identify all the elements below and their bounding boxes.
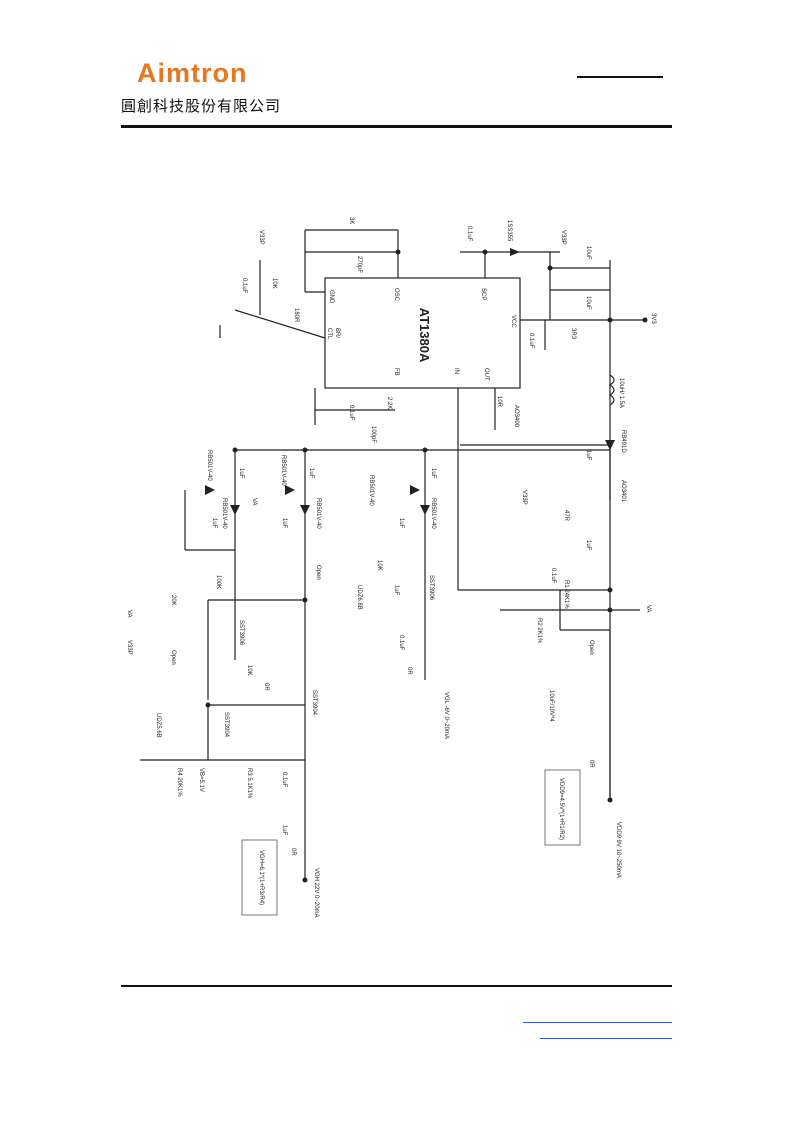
label-va-c: VA bbox=[645, 605, 651, 613]
label-r100k: 100K bbox=[215, 575, 221, 589]
label-rbd-d: RB501V-40 bbox=[315, 498, 321, 529]
label-rbd-b: RB501V-40 bbox=[221, 498, 227, 529]
ic-pin-br: BR/ bbox=[334, 328, 340, 338]
label-c1u-vgl: 1uF bbox=[393, 585, 399, 596]
ic-part-number: AT1380A bbox=[417, 308, 432, 363]
label-ao3401: AO3401 bbox=[620, 480, 626, 503]
label-r10k-tl: 10K bbox=[271, 278, 277, 289]
label-c10b: 10uF bbox=[585, 296, 591, 310]
ic-pin-out: OUT bbox=[483, 368, 489, 381]
label-c01-vgl: 0.1uF bbox=[398, 635, 404, 651]
footer-link-line-2[interactable] bbox=[540, 1038, 672, 1039]
label-v33p-b: V33P bbox=[126, 640, 132, 655]
ic-pin-fb: FB bbox=[393, 368, 399, 376]
vdd-equation-box bbox=[544, 769, 581, 846]
label-sst3904-a: SST3904 bbox=[311, 690, 317, 716]
ic-body bbox=[324, 277, 521, 389]
label-c1u-c: 1uF bbox=[308, 468, 314, 479]
company-name: 圓創科技股份有限公司 bbox=[121, 97, 282, 115]
label-r0r-vgl: 0R bbox=[406, 667, 412, 675]
label-r10k-vgl: 10K bbox=[376, 560, 382, 571]
label-c1u-b: 1uF bbox=[211, 518, 217, 529]
label-vgh-eq: VGH=6.1*(1+R3/R4) bbox=[258, 850, 264, 905]
label-v33p-mid: V33P bbox=[521, 490, 527, 505]
label-c01-vcc: 0.1uF bbox=[528, 333, 534, 349]
label-c1u-ao: 1uF bbox=[585, 450, 591, 461]
label-c1u-a: 1uF bbox=[238, 468, 244, 479]
label-c01-fb: 0.1uF bbox=[348, 405, 354, 421]
label-r20k: 20K bbox=[170, 595, 176, 606]
label-r-open-b: Open bbox=[170, 650, 176, 665]
label-va-b: VA bbox=[126, 610, 132, 618]
label-3v3: 3V3 bbox=[650, 313, 656, 324]
label-inductor: 10uH/ 1.5A bbox=[618, 378, 624, 408]
label-v33p-top: V33P bbox=[560, 230, 566, 245]
label-rbd-a: RB501V-40 bbox=[206, 450, 212, 481]
footer-divider bbox=[121, 985, 672, 987]
label-c10a: 10uF bbox=[585, 246, 591, 260]
label-r180: 180R bbox=[293, 308, 299, 323]
label-vdd-eq: VDD9=4.5V*(1+R1/R2) bbox=[558, 778, 564, 840]
label-vb: VB=5.1V bbox=[198, 768, 204, 792]
ic-pin-vcc: VCC bbox=[510, 315, 516, 328]
label-r0r-a: 0R bbox=[263, 683, 269, 691]
label-c100p: 100pF bbox=[370, 426, 376, 443]
label-udz: UDZ5.6B bbox=[155, 713, 161, 738]
label-c01-vgh: 0.1uF bbox=[281, 772, 287, 788]
label-c1u-e: 1uF bbox=[430, 468, 436, 479]
label-rbd-c: RB501V-40 bbox=[280, 455, 286, 486]
vgh-equation-box bbox=[241, 839, 278, 916]
label-c270: 270pF bbox=[356, 256, 362, 273]
label-r47: 47R bbox=[563, 510, 569, 522]
label-r1: R1 24K1% bbox=[563, 580, 569, 609]
header-doc-line bbox=[577, 76, 663, 78]
label-r10r: 10R bbox=[496, 396, 502, 408]
label-c1u-vgh: 1uF bbox=[281, 825, 287, 836]
label-r3k: 3K bbox=[348, 217, 354, 224]
schematic-diagram: AT1380A GND OSC SCP VCC BR/ CTL FB IN OU… bbox=[126, 217, 656, 918]
label-sst3906-b: SST3906 bbox=[428, 575, 434, 601]
label-vgl: VGL -6V 0~20mA bbox=[443, 692, 449, 739]
label-r10k-b: 10K bbox=[246, 665, 252, 676]
label-r4: R4 20K1% bbox=[176, 768, 182, 797]
header-divider bbox=[121, 125, 672, 128]
label-c01-tl: 0.1uF bbox=[241, 278, 247, 294]
label-rbd-f: RB501V-40 bbox=[430, 498, 436, 529]
ic-pin-gnd: GND bbox=[328, 290, 334, 304]
label-r0r-vdd: 0R bbox=[588, 760, 594, 768]
ic-pin-osc: OSC bbox=[393, 288, 399, 302]
label-c1u-vdd: 1uF bbox=[585, 540, 591, 551]
label-c01-vdd: 0.1uF bbox=[550, 568, 556, 584]
company-logo: Aimtron bbox=[137, 58, 248, 88]
label-vgh: VGH 22V 0~20mA bbox=[313, 868, 319, 918]
label-vdd: VDD9 9V 10~250mA bbox=[615, 822, 621, 878]
ic-pin-scp: SCP bbox=[480, 288, 486, 300]
label-sst3906-a: SST3906 bbox=[238, 620, 244, 646]
label-c-open: Open bbox=[588, 640, 594, 655]
label-r22k: 2.2K bbox=[386, 397, 392, 409]
label-va-a: VA bbox=[251, 498, 257, 506]
label-udz-b: UDZ6.8B bbox=[356, 585, 362, 610]
footer-link-line-1[interactable] bbox=[523, 1022, 672, 1023]
label-rb491: RB491D bbox=[620, 430, 626, 453]
label-r3: R3 5.1K1% bbox=[246, 768, 252, 799]
label-r0r-vgh: 0R bbox=[290, 848, 296, 856]
label-c01-scp: 0.1uF bbox=[466, 226, 472, 242]
ic-pin-in: IN bbox=[453, 368, 459, 374]
label-ao3400: AO3400 bbox=[513, 405, 519, 428]
label-d1ss: 1SS355 bbox=[506, 220, 512, 242]
label-r-open-a: Open bbox=[315, 565, 321, 580]
label-v33p-left: V33P bbox=[258, 230, 264, 245]
ic-pin-ctl: CTL bbox=[326, 328, 332, 340]
label-c1u-f: 1uF bbox=[398, 518, 404, 529]
label-sst3904-b: SST3904 bbox=[223, 712, 229, 738]
label-r3r3: 3R3 bbox=[570, 328, 576, 340]
label-c10x4: 10uF/10V*4 bbox=[548, 690, 554, 722]
label-rbd-e: RB501V-40 bbox=[368, 475, 374, 506]
label-r2: R2 2K1% bbox=[536, 618, 542, 644]
label-c1u-d: 1uF bbox=[281, 518, 287, 529]
